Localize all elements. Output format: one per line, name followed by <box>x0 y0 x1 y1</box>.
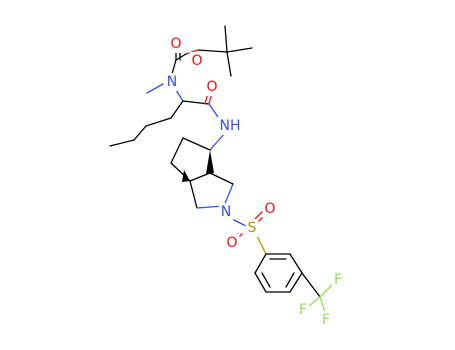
carbonyl-oxygen-label: O <box>170 36 181 52</box>
atom-labels: O O N O NH N S O O F F F <box>164 35 345 329</box>
sulfur-background <box>245 219 259 237</box>
fluorine-top-background <box>331 271 345 289</box>
carbamate-nitrogen-label: N <box>167 74 177 90</box>
fluorine-right-background <box>319 311 333 329</box>
ring-nitrogen-label: N <box>221 204 231 220</box>
sulfur-label: S <box>248 220 257 236</box>
pentanamide-backbone <box>109 92 219 147</box>
amide-nitrogen-label: NH <box>220 118 241 134</box>
bicyclic-core <box>170 131 234 209</box>
sulfonyl-oxygen-left-background <box>224 234 240 252</box>
sulfonyl-oxygen-right-background <box>262 200 278 218</box>
sulfonyl-oxygen-right-label: O <box>264 201 275 217</box>
amide-nitrogen-background <box>217 117 243 135</box>
n-methyl-group <box>146 83 184 102</box>
ester-oxygen-background <box>189 52 205 70</box>
fluorine-right-label: F <box>322 312 330 328</box>
fluorine-left-label: F <box>299 302 307 318</box>
carbamate-nitrogen-background <box>164 73 180 91</box>
carbonyl-oxygen-background <box>168 35 184 53</box>
ester-oxygen-label: O <box>191 53 202 69</box>
sulfonyl-oxygen-left-label: O <box>226 235 237 251</box>
fluorine-left-background <box>296 301 310 319</box>
tert-butyl-group <box>197 25 253 77</box>
fluorine-top-label: F <box>334 272 342 288</box>
phenyl-ring <box>254 253 303 293</box>
trifluoromethyl-group <box>301 272 333 316</box>
ring-nitrogen-background <box>218 203 234 221</box>
amide-oxygen-background <box>204 78 220 96</box>
amide-oxygen-label: O <box>206 79 217 95</box>
